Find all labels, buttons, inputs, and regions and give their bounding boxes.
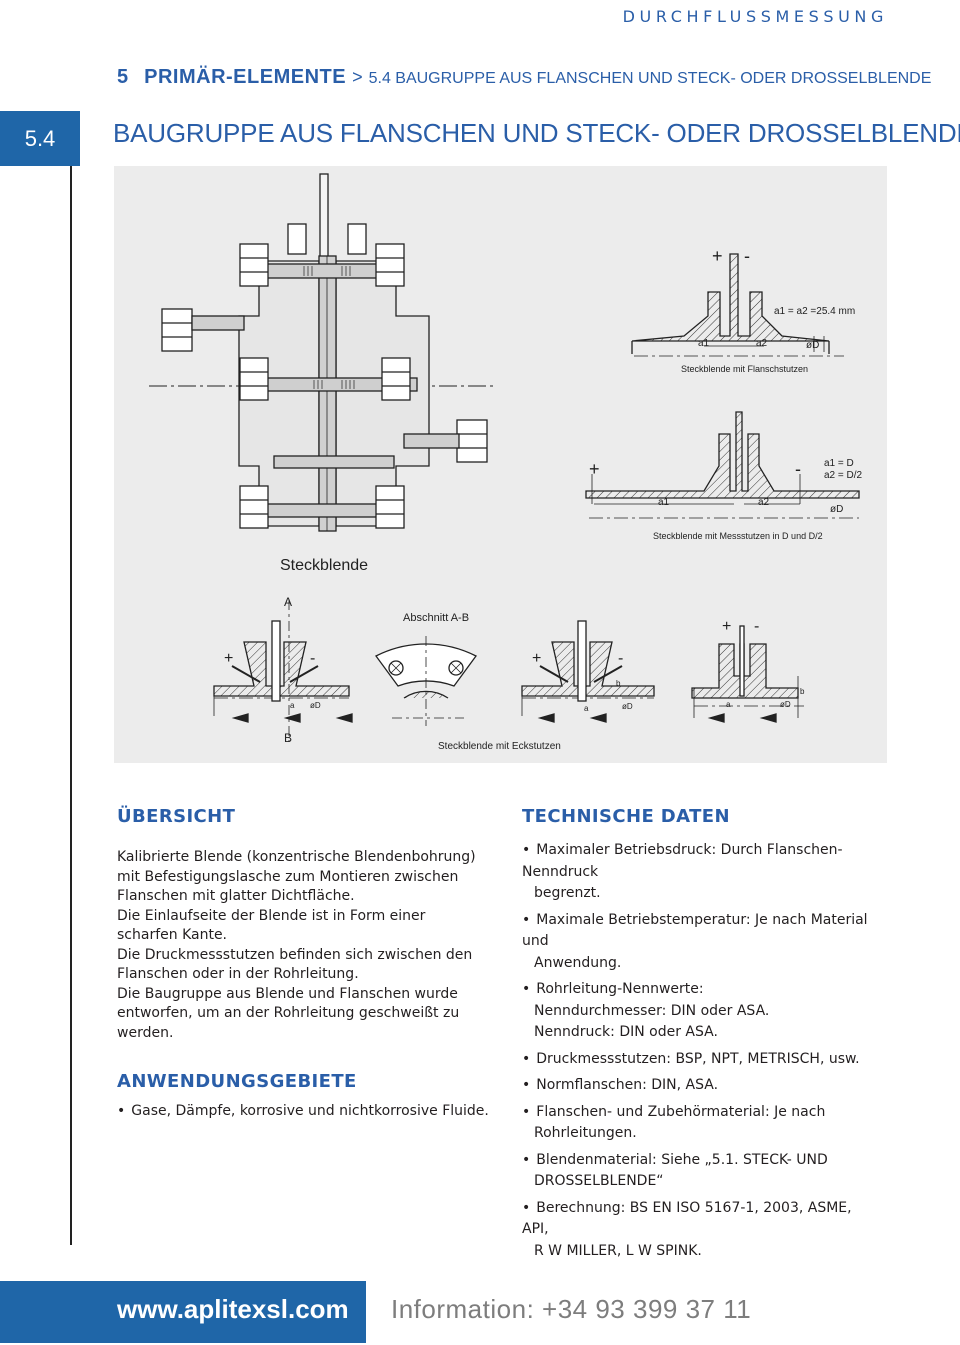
label-a: a: [290, 701, 295, 710]
page-title: BAUGRUPPE AUS FLANSCHEN UND STECK- ODER …: [113, 118, 960, 148]
note-a1-a2-25: a1 = a2 =25.4 mm: [774, 306, 855, 317]
chapter-title: PRIMÄR-ELEMENTE: [144, 66, 347, 88]
uebersicht-heading: ÜBERSICHT: [117, 806, 236, 827]
minus-sign: -: [795, 459, 801, 479]
tech-item: Maximale Betriebstemperatur: Je nach Mat…: [522, 910, 882, 975]
label-a: a: [726, 700, 731, 709]
website-link[interactable]: www.aplitexsl.com: [117, 1294, 349, 1324]
caption-messstutzen: Steckblende mit Messstutzen in D und D/2: [653, 531, 823, 541]
minus-sign: -: [754, 618, 759, 635]
tech-item-line: begrenzt.: [534, 885, 601, 901]
label-a1: a1: [698, 338, 710, 349]
main-figure-label: Steckblende: [280, 557, 368, 574]
tech-item: Normflanschen: DIN, ASA.: [522, 1075, 882, 1097]
uebersicht-paragraph-4: Die Baugruppe aus Blende und Flanschen w…: [117, 985, 460, 1041]
note-a2-d2: a2 = D/2: [824, 470, 863, 481]
label-phi-d: øD: [780, 700, 791, 709]
label-phi-d: øD: [806, 340, 819, 351]
tech-item-line: Maximale Betriebstemperatur: Je nach Mat…: [522, 910, 882, 953]
tech-item-line: Nenndurchmesser: DIN oder ASA.: [534, 1002, 770, 1019]
section-marker-b: B: [284, 731, 292, 745]
minus-sign: -: [310, 650, 315, 667]
label-phi-d: øD: [622, 702, 633, 711]
technische-daten-heading: TECHNISCHE DATEN: [522, 806, 730, 827]
label-a2: a2: [756, 338, 768, 349]
tech-item-line: Maximaler Betriebsdruck: Durch Flanschen…: [522, 840, 882, 883]
minus-sign: -: [618, 650, 623, 667]
margin-rule: [70, 166, 72, 1245]
tech-item-line: Berechnung: BS EN ISO 5167-1, 2003, ASME…: [522, 1198, 882, 1241]
note-a1-d: a1 = D: [824, 458, 854, 469]
tech-item-line: Anwendung.: [534, 954, 622, 971]
anwendungsgebiete-item: Gase, Dämpfe, korrosive und nichtkorrosi…: [117, 1103, 489, 1119]
plus-sign: +: [712, 246, 723, 266]
tech-item: Flanschen- und Zubehörmaterial: Je nach …: [522, 1102, 882, 1145]
tech-item-line: Druckmessstutzen: BSP, NPT, METRISCH, us…: [522, 1049, 882, 1071]
caption-flanschstutzen: Steckblende mit Flanschstutzen: [681, 364, 808, 374]
tech-item-line: Flanschen- und Zubehörmaterial: Je nach: [522, 1102, 882, 1124]
brand-header: DURCHFLUSSMESSUNG: [622, 7, 888, 26]
section-marker-a: A: [284, 595, 292, 609]
technische-daten-list: Maximaler Betriebsdruck: Durch Flanschen…: [522, 840, 882, 1267]
label-a2: a2: [758, 497, 770, 508]
label-phi-d: øD: [310, 701, 321, 710]
tech-item-line: Rohrleitungen.: [534, 1125, 637, 1141]
tech-item-line: Rohrleitung-Nennwerte:: [522, 979, 882, 1001]
uebersicht-paragraph-3: Die Druckmessstutzen befinden sich zwisc…: [117, 946, 473, 983]
tech-item: Rohrleitung-Nennwerte: Nenndurchmesser: …: [522, 979, 882, 1044]
chapter-number: 5: [117, 66, 129, 88]
abschnitt-label: Abschnitt A-B: [403, 612, 469, 624]
plus-sign: +: [589, 459, 600, 479]
uebersicht-text: Kalibrierte Blende (konzentrische Blende…: [117, 848, 489, 1043]
tech-item-line: Normflanschen: DIN, ASA.: [522, 1075, 882, 1097]
plus-sign: +: [224, 650, 233, 667]
tech-item-line: R W MILLER, L W SPINK.: [534, 1242, 702, 1259]
contact-info: Information: +34 93 399 37 11: [391, 1294, 752, 1324]
label-a: a: [584, 704, 589, 713]
tech-item: Maximaler Betriebsdruck: Durch Flanschen…: [522, 840, 882, 905]
caption-eckstutzen: Steckblende mit Eckstutzen: [438, 741, 561, 752]
tech-item: Berechnung: BS EN ISO 5167-1, 2003, ASME…: [522, 1198, 882, 1263]
tech-item-line: Nenndruck: DIN oder ASA.: [534, 1024, 718, 1040]
tech-item-line: Blendenmaterial: Siehe „5.1. STECK- UND: [522, 1150, 882, 1172]
breadcrumb-separator: >: [352, 67, 363, 87]
anwendungsgebiete-heading: ANWENDUNGSGEBIETE: [117, 1071, 357, 1092]
tech-item: Blendenmaterial: Siehe „5.1. STECK- UND …: [522, 1150, 882, 1193]
footer-bar: [0, 1281, 366, 1343]
label-phi-d: øD: [830, 504, 843, 515]
label-b: b: [616, 679, 621, 688]
uebersicht-paragraph-1: Kalibrierte Blende (konzentrische Blende…: [117, 849, 476, 904]
drawing-svg: Steckblende + - a1 = a2 =25.4 mm a1 a2 ø…: [149, 173, 863, 752]
breadcrumb: 5 PRIMÄR-ELEMENTE>5.4 BAUGRUPPE AUS FLANS…: [117, 66, 931, 89]
label-b: b: [800, 687, 805, 696]
tech-item: Druckmessstutzen: BSP, NPT, METRISCH, us…: [522, 1049, 882, 1071]
plus-sign: +: [722, 618, 731, 635]
plus-sign: +: [532, 650, 541, 667]
section-tab: 5.4: [0, 111, 80, 166]
label-a1: a1: [658, 497, 670, 508]
uebersicht-paragraph-2: Die Einlaufseite der Blende ist in Form …: [117, 907, 426, 944]
minus-sign: -: [744, 246, 750, 266]
tech-item-line: DROSSELBLENDE“: [534, 1173, 664, 1189]
section-title: 5.4 BAUGRUPPE AUS FLANSCHEN UND STECK- O…: [368, 70, 932, 87]
technical-drawing: Steckblende + - a1 = a2 =25.4 mm a1 a2 ø…: [114, 166, 887, 763]
